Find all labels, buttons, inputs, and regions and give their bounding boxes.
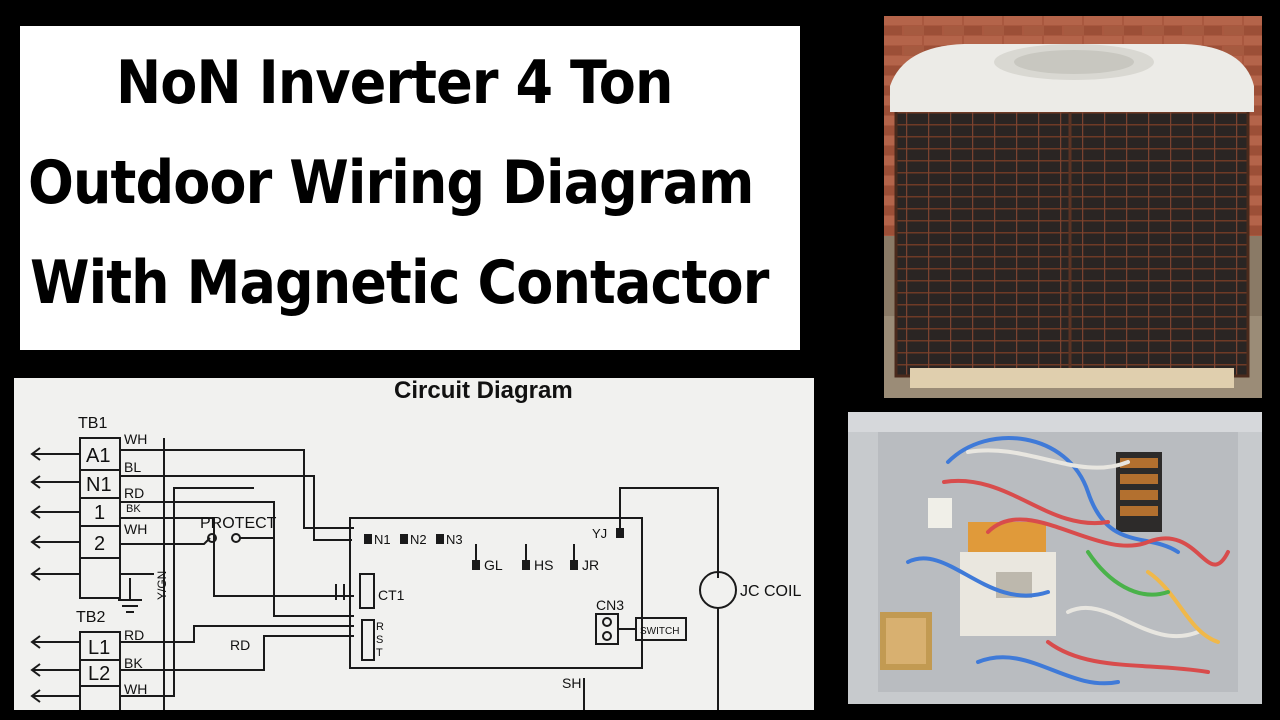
wire-rd: RD (124, 485, 144, 501)
control-box-photo (848, 412, 1262, 704)
rst-s: S (376, 634, 383, 646)
wire-tb2-wh: WH (124, 681, 147, 697)
wire-wh-1: WH (124, 431, 147, 447)
title-line-2: Outdoor Wiring Diagram (28, 148, 754, 218)
terminal-1: 1 (94, 502, 105, 524)
pin-n1: N1 (374, 532, 391, 547)
ct1-label: CT1 (378, 587, 405, 603)
pin-n2: N2 (410, 532, 427, 547)
coil-label: JC COIL (740, 583, 801, 600)
rst-t: T (376, 647, 383, 659)
terminal-l1: L1 (88, 637, 110, 659)
terminal-a1: A1 (86, 445, 110, 467)
title-line-1: NoN Inverter 4 Ton (116, 48, 673, 118)
terminal-2: 2 (94, 533, 105, 555)
wire-bk: BK (126, 503, 141, 515)
outdoor-unit-photo (884, 16, 1262, 398)
relay-gl: GL (484, 557, 503, 573)
terminal-l2: L2 (88, 663, 110, 685)
rd-mid-label: RD (230, 637, 250, 653)
sh-label: SH (562, 675, 581, 691)
pin-yj: YJ (592, 526, 607, 541)
wiring-diagram: Circuit Diagram TB1 TB2 A1 N1 1 2 L1 L2 … (14, 378, 814, 710)
diagram-header: Circuit Diagram (394, 378, 573, 404)
wire-tb2-bk: BK (124, 655, 143, 671)
rst-r: R (376, 621, 384, 633)
switch-label: SWITCH (640, 626, 679, 637)
title-line-3: With Magnetic Contactor (30, 248, 769, 318)
protect-label: PROTECT (200, 515, 277, 532)
relay-hs: HS (534, 557, 553, 573)
tb2-label: TB2 (76, 609, 105, 626)
wire-wh-2: WH (124, 521, 147, 537)
tb1-label: TB1 (78, 415, 107, 432)
wire-tb2-rd: RD (124, 627, 144, 643)
cn3-label: CN3 (596, 597, 624, 613)
title-panel: NoN Inverter 4 Ton Outdoor Wiring Diagra… (14, 20, 806, 356)
pin-n3: N3 (446, 532, 463, 547)
relay-jr: JR (582, 557, 599, 573)
terminal-n1: N1 (86, 474, 112, 496)
ground-label: Y/GN (155, 571, 169, 600)
wire-bl: BL (124, 459, 141, 475)
